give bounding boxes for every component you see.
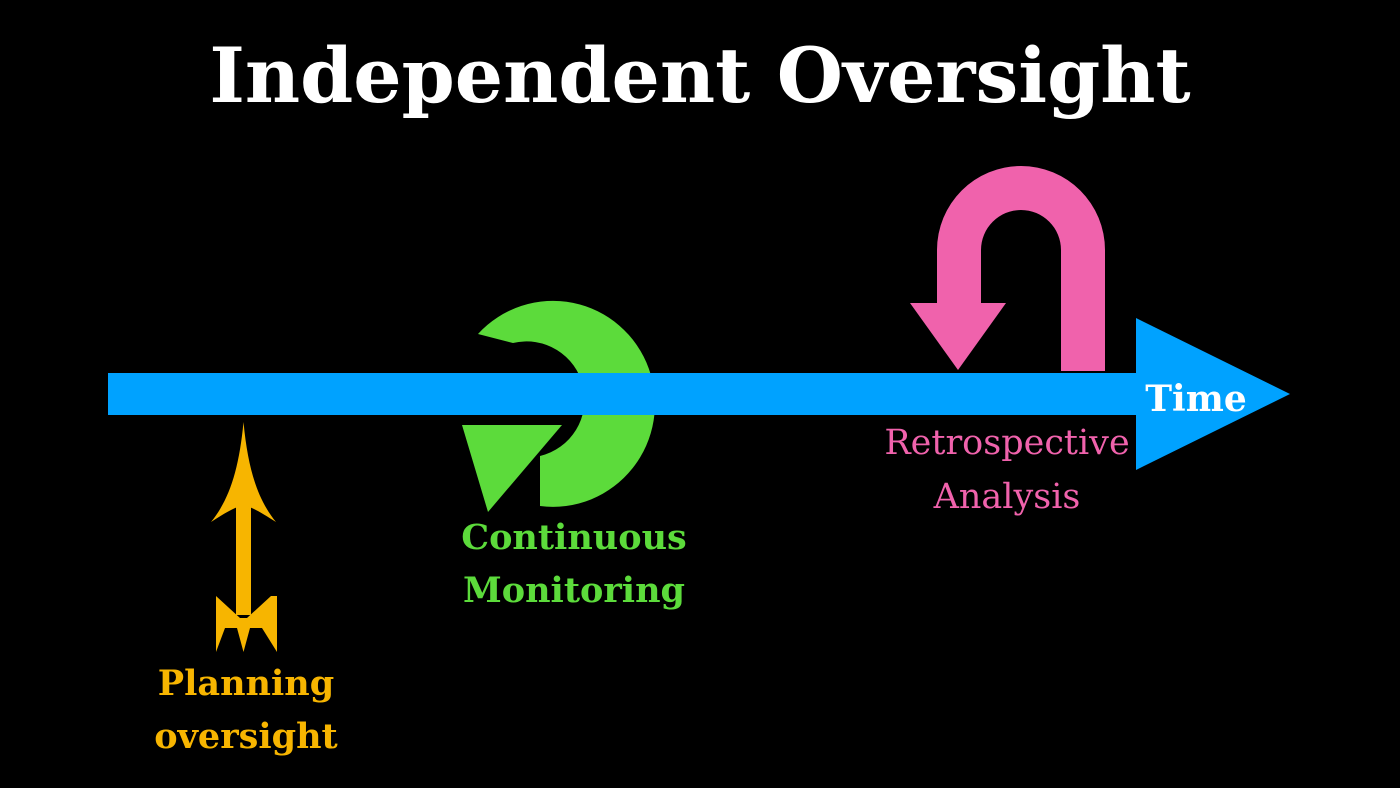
continuous-label-line2: Monitoring (463, 570, 685, 611)
feathered-arrow-shaft (236, 480, 251, 615)
slide-title: Independent Oversight (209, 31, 1191, 120)
u-turn-arrow-icon (910, 166, 1105, 371)
planning-label-line1: Planning (158, 663, 334, 704)
retrospective-label-line2: Analysis (933, 477, 1081, 517)
timeline-label: Time (1145, 378, 1246, 420)
u-turn-arrow-head (910, 303, 1006, 370)
circular-arrow-head (462, 425, 562, 512)
feathered-arrow-icon (211, 422, 277, 652)
feathered-arrow-tail (216, 596, 277, 652)
planning-label-line2: oversight (154, 716, 337, 757)
timeline-arrow-head (1136, 318, 1290, 470)
feathered-arrow-head (211, 422, 276, 522)
circular-arrow-band (478, 300, 655, 507)
continuous-label-line1: Continuous (461, 517, 687, 558)
retrospective-label-line1: Retrospective (884, 423, 1129, 463)
u-turn-arrow-band (937, 166, 1105, 371)
timeline-shaft (108, 373, 1148, 415)
timeline-arrow (108, 318, 1290, 470)
circular-arrow-icon (462, 300, 655, 512)
